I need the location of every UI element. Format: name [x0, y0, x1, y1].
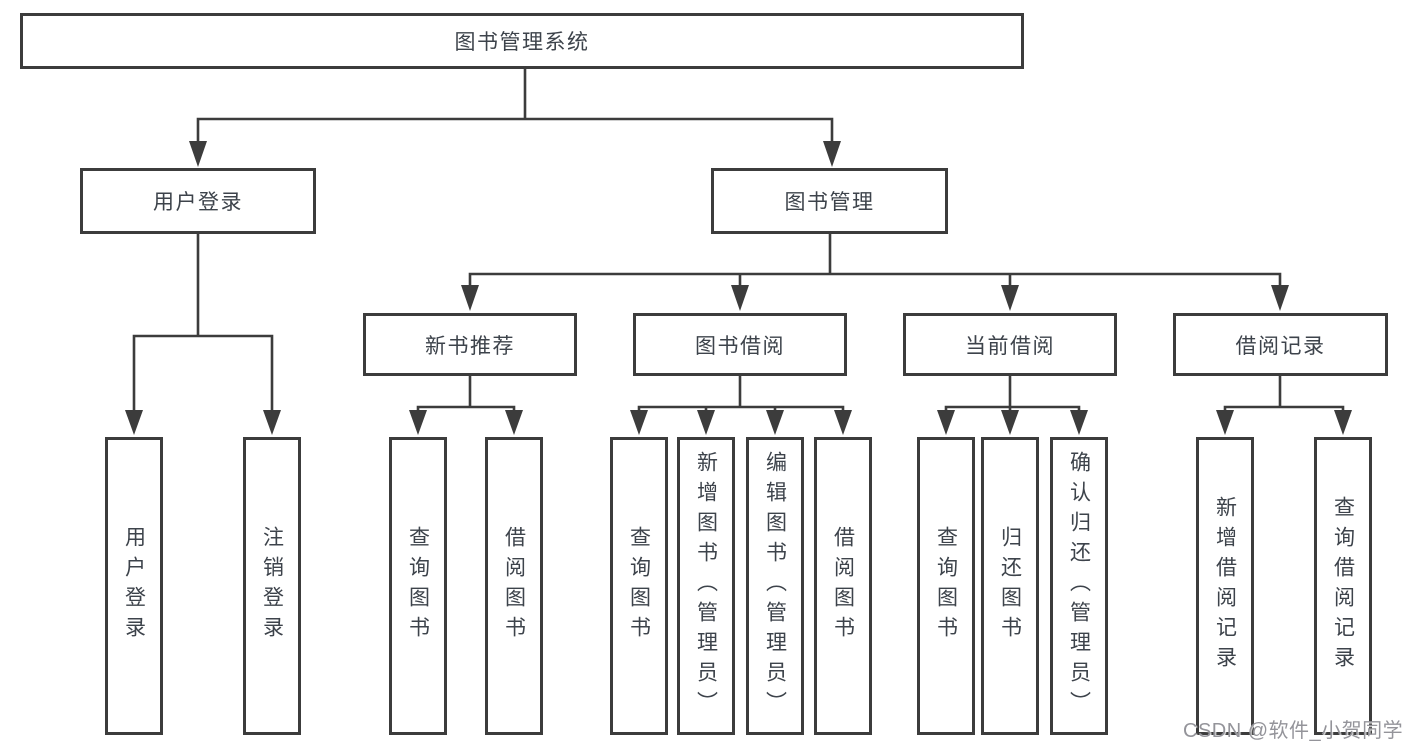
node-label: 用户登录 [153, 191, 243, 214]
leaf-confirm-return-admin: 确认归还（管理员） [1050, 437, 1108, 735]
leaf-logout: 注销登录 [243, 437, 301, 735]
node-label: 新书推荐 [425, 334, 515, 358]
node-label: 图书借阅 [695, 334, 785, 358]
leaf-label: 用户登录 [122, 526, 146, 646]
csdn-watermark: CSDN @软件_小贺同学 [1183, 720, 1404, 742]
leaf-label: 新增借阅记录 [1213, 496, 1237, 676]
leaf-label: 查询图书 [934, 526, 958, 646]
leaf-user-login: 用户登录 [105, 437, 163, 735]
leaf-query-books-borrowing: 查询图书 [610, 437, 668, 735]
node-label: 当前借阅 [965, 334, 1055, 358]
node-label: 图书管理 [784, 191, 875, 214]
leaf-borrow-books-recommend: 借阅图书 [485, 437, 543, 735]
node-borrow-records: 借阅记录 [1173, 313, 1388, 376]
leaf-label: 编辑图书（管理员） [763, 451, 787, 721]
leaf-label: 确认归还（管理员） [1067, 451, 1091, 721]
node-current-borrowing: 当前借阅 [903, 313, 1117, 376]
leaf-label: 查询图书 [406, 526, 430, 646]
node-new-book-recommend: 新书推荐 [363, 313, 577, 376]
node-library-management-system: 图书管理系统 [20, 13, 1024, 69]
tree-connector-paths [132, 67, 1345, 414]
leaf-add-borrow-record: 新增借阅记录 [1196, 437, 1254, 735]
leaf-label: 查询借阅记录 [1331, 496, 1355, 676]
leaf-edit-book-admin: 编辑图书（管理员） [746, 437, 804, 735]
leaf-label: 借阅图书 [502, 526, 526, 646]
leaf-label: 借阅图书 [831, 526, 855, 646]
leaf-label: 注销登录 [260, 526, 284, 646]
leaf-return-books: 归还图书 [981, 437, 1039, 735]
leaf-query-books-current: 查询图书 [917, 437, 975, 735]
leaf-label: 查询图书 [627, 526, 651, 646]
leaf-label: 归还图书 [998, 526, 1022, 646]
leaf-label: 新增图书（管理员） [694, 451, 718, 721]
arrowhead-icons [125, 141, 1352, 435]
leaf-borrow-books: 借阅图书 [814, 437, 872, 735]
node-book-borrowing: 图书借阅 [633, 313, 847, 376]
leaf-query-books-recommend: 查询图书 [389, 437, 447, 735]
node-label: 图书管理系统 [454, 31, 590, 54]
leaf-add-book-admin: 新增图书（管理员） [677, 437, 735, 735]
leaf-query-borrow-record: 查询借阅记录 [1314, 437, 1372, 735]
node-book-management: 图书管理 [711, 168, 948, 234]
node-user-login: 用户登录 [80, 168, 316, 234]
node-label: 借阅记录 [1235, 334, 1326, 358]
